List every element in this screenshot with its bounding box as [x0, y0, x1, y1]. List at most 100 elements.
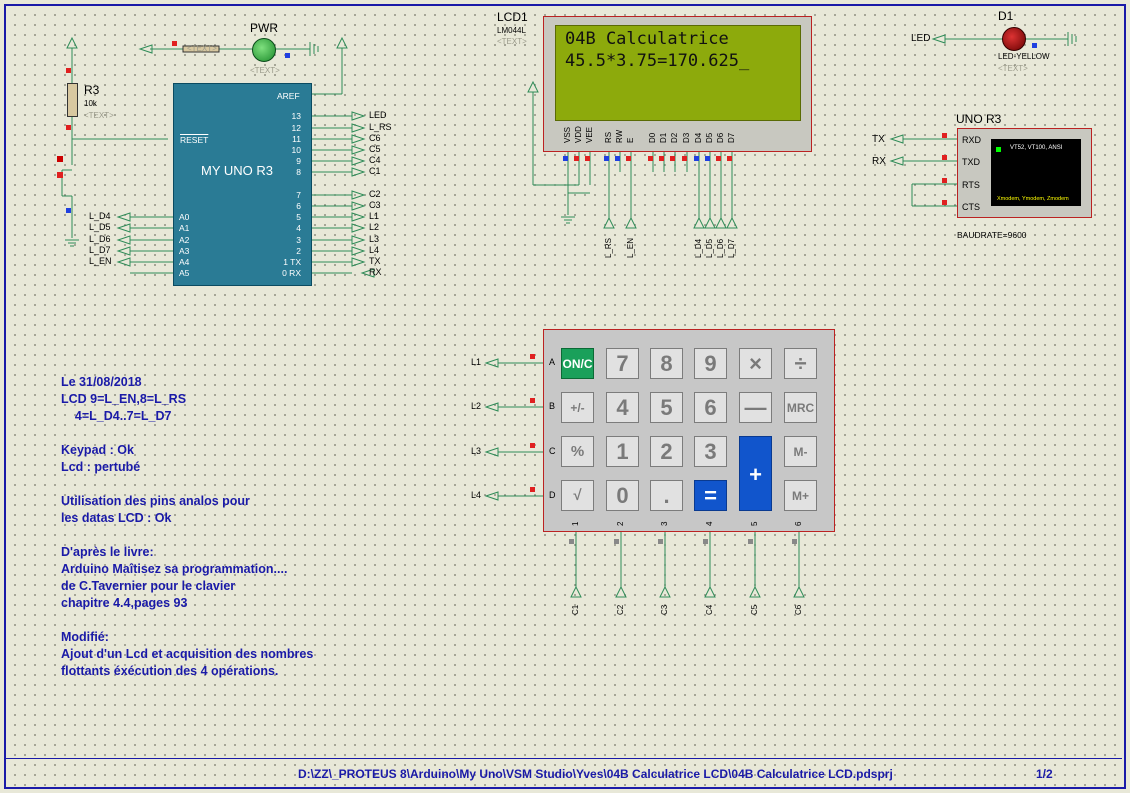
key-7[interactable]: 7: [606, 348, 639, 379]
lcd-pin-RS: RS: [604, 131, 613, 143]
lcd-pin-E: E: [626, 137, 635, 143]
net-arrow: [351, 212, 366, 222]
uno-pin-11: 11: [292, 134, 301, 144]
d1-led-icon[interactable]: [1002, 27, 1026, 51]
key-0[interactable]: 0: [606, 480, 639, 511]
uno-pin-13: 13: [291, 111, 301, 121]
pin-marker: [658, 539, 663, 544]
lcd-pin-D5: D5: [705, 132, 714, 143]
key-9[interactable]: 9: [694, 348, 727, 379]
key-÷[interactable]: ÷: [784, 348, 817, 379]
key-3[interactable]: 3: [694, 436, 727, 467]
key-+/-[interactable]: +/-: [561, 392, 594, 423]
key-√[interactable]: √: [561, 480, 594, 511]
key-ON/C[interactable]: ON/C: [561, 348, 594, 379]
key-M-[interactable]: M-: [784, 436, 817, 467]
uno-pin-A0: A0: [179, 212, 190, 222]
net-arrow: [116, 246, 131, 256]
pin-marker: [614, 539, 619, 544]
uno-pin-12: 12: [291, 123, 301, 133]
keypad-col-3: 3: [660, 521, 669, 526]
terminal-ref: UNO R3: [956, 112, 1002, 126]
keypad-col-2: 2: [616, 521, 625, 526]
lcd-net-L_D5: L_D5: [705, 238, 714, 258]
key-.[interactable]: .: [650, 480, 683, 511]
uno-net-L_RS: L_RS: [369, 122, 392, 132]
key-—[interactable]: —: [739, 392, 772, 423]
r3-value: 10k: [84, 99, 97, 108]
keypad-net-C5: C5: [750, 604, 759, 615]
lcd-pin-D0: D0: [648, 132, 657, 143]
uno-net-L4: L4: [369, 245, 380, 255]
net-arrow: [116, 212, 131, 222]
uno-pin-A3: A3: [179, 246, 190, 256]
lcd-net-arrow: [603, 216, 615, 229]
note-line: chapitre 4.4,pages 93: [61, 596, 188, 610]
lcd-module[interactable]: 04B Calculatrice 45.5*3.75=170.625_: [543, 16, 812, 152]
key-M+[interactable]: M+: [784, 480, 817, 511]
uno-net-L_D6: L_D6: [89, 234, 111, 244]
uno-net-L1: L1: [369, 211, 380, 221]
note-line: D'après le livre:: [61, 545, 154, 559]
uno-pin-9: 9: [296, 156, 301, 166]
keypad-net-L2: L2: [471, 401, 482, 411]
pin-marker: [530, 443, 535, 448]
uno-net-LED: LED: [369, 110, 387, 120]
title-block-line: [4, 758, 1122, 759]
net-arrow: [116, 257, 131, 267]
lcd-ref: LCD1: [497, 10, 528, 24]
pin-marker: [1032, 43, 1037, 48]
note-line: Modifié:: [61, 630, 109, 644]
lcd-screen: 04B Calculatrice 45.5*3.75=170.625_: [555, 25, 801, 121]
note-line: Arduino Maîtisez sa programmation....: [61, 562, 288, 576]
note-line: flottants éxécution des 4 opérations.: [61, 664, 279, 678]
keypad-col-arrow: [659, 585, 671, 598]
uno-net-C5: C5: [369, 144, 381, 154]
virtual-terminal[interactable]: VT52, VT100, ANSI Xmodem, Ymodem, Zmodem…: [957, 128, 1092, 218]
uno-pin-0-RX: 0 RX: [282, 268, 301, 278]
uno-pin-6: 6: [296, 201, 301, 211]
key-2[interactable]: 2: [650, 436, 683, 467]
uno-net-C6: C6: [369, 133, 381, 143]
keypad-row-A: A: [549, 357, 556, 367]
key-%[interactable]: %: [561, 436, 594, 467]
lcd-pin-VEE: VEE: [585, 126, 594, 143]
net-arrow: [351, 111, 366, 121]
key-plus[interactable]: +: [739, 436, 772, 511]
uno-net-L_D5: L_D5: [89, 222, 111, 232]
lcd-text-tag: <TEXT>: [497, 37, 527, 46]
key-5[interactable]: 5: [650, 392, 683, 423]
key-MRC[interactable]: MRC: [784, 392, 817, 423]
key-6[interactable]: 6: [694, 392, 727, 423]
key-8[interactable]: 8: [650, 348, 683, 379]
keypad-net-L3: L3: [471, 446, 482, 456]
key-4[interactable]: 4: [606, 392, 639, 423]
lcd-model: LM044L: [497, 26, 526, 35]
lcd-line-1: 04B Calculatrice: [565, 29, 729, 49]
pin-marker: [670, 156, 675, 161]
uno-net-C1: C1: [369, 166, 381, 176]
d1-ref: D1: [998, 9, 1014, 23]
net-arrow: [351, 167, 366, 177]
lcd-pin-D2: D2: [670, 132, 679, 143]
lcd-net-arrow: [704, 216, 716, 229]
pwr-led-icon[interactable]: [252, 38, 276, 62]
uno-aref-label: AREF: [277, 91, 300, 101]
uno-pin-1-TX: 1 TX: [283, 257, 301, 267]
key-×[interactable]: ×: [739, 348, 772, 379]
d1-value: LED-YELLOW: [998, 52, 1050, 61]
uno-pin-A2: A2: [179, 235, 190, 245]
uno-pin-A5: A5: [179, 268, 190, 278]
vcc-arrow-r3: [66, 36, 78, 49]
net-arrow: [351, 134, 366, 144]
pin-marker: [563, 156, 568, 161]
key-=[interactable]: =: [694, 480, 727, 511]
d1-net: LED: [911, 33, 931, 44]
note-line: les datas LCD : Ok: [61, 511, 172, 525]
r3-resistor[interactable]: [67, 83, 78, 117]
lcd-net-arrow: [715, 216, 727, 229]
key-1[interactable]: 1: [606, 436, 639, 467]
lcd-pin-VDD: VDD: [574, 126, 583, 143]
